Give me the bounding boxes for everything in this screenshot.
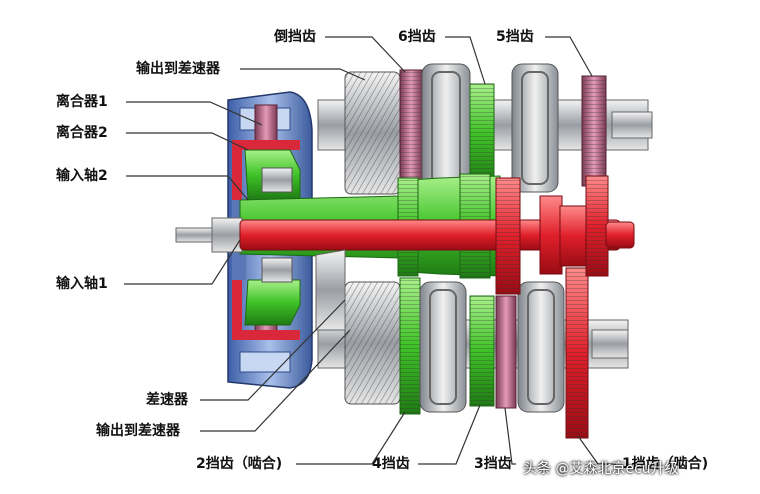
leader-reverse	[325, 36, 406, 73]
leader-gear2	[296, 411, 406, 465]
leader-gear3	[504, 407, 516, 465]
leader-diff	[200, 299, 346, 401]
clutch2-hub	[244, 149, 301, 326]
label-clutch1: 离合器1	[56, 94, 108, 110]
leader-shaft2	[126, 175, 249, 201]
label-gear3: 3挡齿	[474, 456, 512, 472]
label-output-to-diff-bottom: 输出到差速器	[96, 423, 180, 439]
upper-output-shaft	[317, 63, 653, 195]
label-output-to-diff-top: 输出到差速器	[136, 61, 220, 77]
label-gear6: 6挡齿	[398, 29, 436, 45]
label-differential: 差速器	[146, 392, 188, 408]
leader-output-top	[240, 68, 366, 81]
label-input-shaft1: 输入轴1	[56, 276, 108, 292]
input-shaft-1	[175, 175, 635, 295]
label-input-shaft2: 输入轴2	[56, 168, 108, 184]
label-reverse-gear: 倒挡齿	[274, 29, 316, 45]
lower-output-shaft	[317, 267, 629, 439]
leader-gear1	[577, 435, 616, 465]
label-gear1: 1挡齿（啮合)	[622, 456, 709, 472]
leader-gear4	[418, 404, 481, 465]
leader-gear5	[545, 36, 593, 77]
label-gear2: 2挡齿（啮合)	[196, 456, 283, 472]
leader-shaft1	[124, 239, 241, 285]
watermark: 头条 @艾森北京ecu升级	[523, 461, 679, 477]
leader-lines	[124, 36, 616, 465]
leader-output-bottom	[200, 329, 351, 432]
label-gear5: 5挡齿	[496, 29, 534, 45]
leader-clutch2	[126, 132, 249, 151]
leader-gear6	[445, 36, 486, 85]
label-gear4: 4挡齿	[372, 456, 410, 472]
label-clutch2: 离合器2	[56, 125, 108, 141]
differential-gear	[315, 249, 346, 331]
leader-clutch1	[126, 101, 263, 126]
